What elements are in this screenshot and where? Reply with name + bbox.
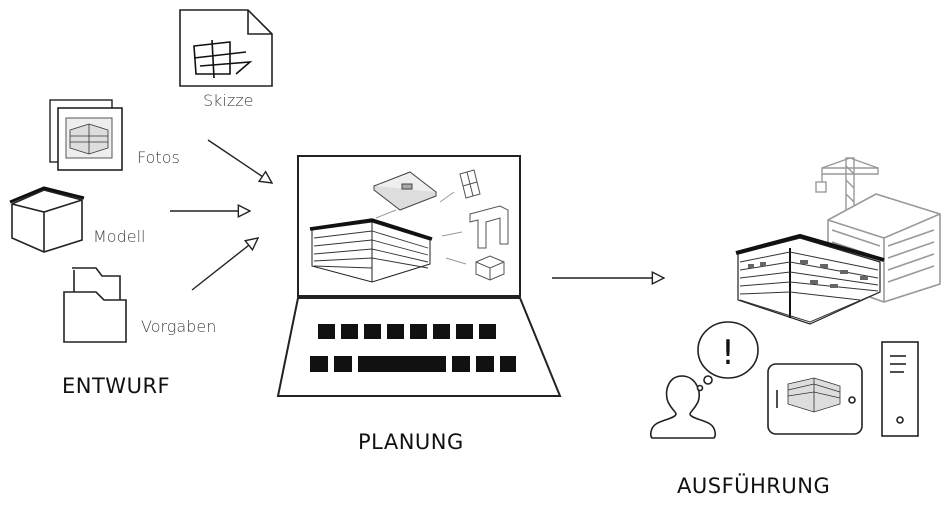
screen-window-icon [459, 169, 481, 199]
sketch-icon [179, 9, 273, 87]
model-label: Modell [93, 227, 146, 246]
folder-icon [63, 267, 127, 343]
construction-crane-icon [815, 157, 879, 219]
photos-icon [49, 99, 123, 171]
executed-building-icon [735, 233, 885, 325]
sketch-label: Skizze [203, 91, 254, 110]
speech-bubble-exclamation: ! [721, 333, 735, 373]
design-stage-label: ENTWURF [62, 374, 171, 398]
person-icon [650, 375, 716, 439]
arrow-requirements [191, 238, 258, 291]
requirements-label: Vorgaben [141, 317, 217, 336]
tablet-icon [767, 363, 863, 435]
screen-cube-icon [475, 255, 505, 281]
screen-building-icon [309, 218, 433, 283]
photos-label: Fotos [137, 148, 180, 167]
screen-wall-icon [469, 205, 509, 249]
speech-bubble-icon [696, 321, 759, 392]
keyboard-keys [310, 324, 516, 372]
input-arrows [170, 139, 272, 291]
laptop-icon [276, 155, 562, 397]
model-icon [9, 186, 85, 253]
execution-stage-label: AUSFÜHRUNG [677, 474, 831, 498]
planning-stage-label: PLANUNG [358, 430, 464, 454]
arrow-sketch [207, 139, 272, 183]
computer-tower-icon [881, 341, 919, 437]
screen-plate-icon [372, 171, 438, 211]
screen-arrows [375, 191, 467, 265]
